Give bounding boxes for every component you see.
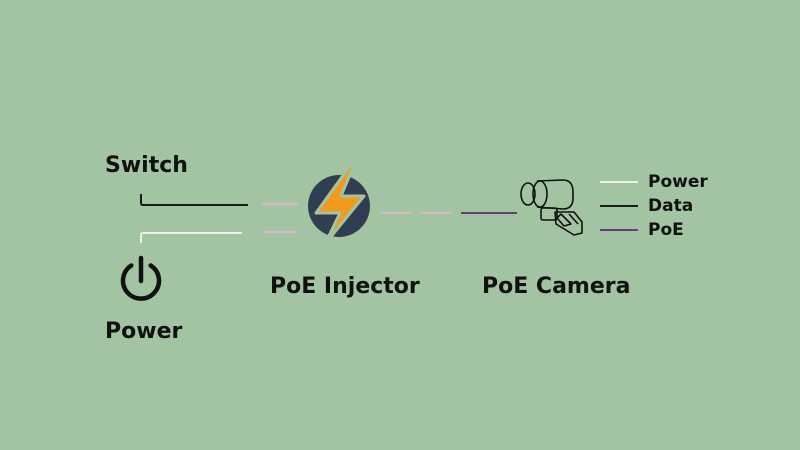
- power-icon: [120, 255, 162, 301]
- legend-item-data: Data: [600, 197, 693, 215]
- camera-icon: [520, 179, 583, 236]
- legend-swatch-data: [600, 205, 638, 207]
- legend-item-power: Power: [600, 173, 708, 191]
- switch-data-line: [140, 194, 248, 206]
- poe-injector-label: PoE Injector: [270, 274, 420, 299]
- poe-camera-label: PoE Camera: [482, 274, 631, 299]
- legend-label-data: Data: [648, 195, 694, 216]
- power-source-label: Power: [105, 319, 183, 344]
- legend-label-poe: PoE: [648, 219, 684, 240]
- lightning-bolt-icon: [308, 161, 370, 246]
- legend-item-poe: PoE: [600, 221, 684, 239]
- legend-label-power: Power: [648, 171, 708, 192]
- legend-swatch-poe: [600, 229, 638, 231]
- power-supply-line: [140, 232, 242, 243]
- legend-swatch-power: [600, 181, 638, 183]
- switch-label: Switch: [105, 153, 188, 178]
